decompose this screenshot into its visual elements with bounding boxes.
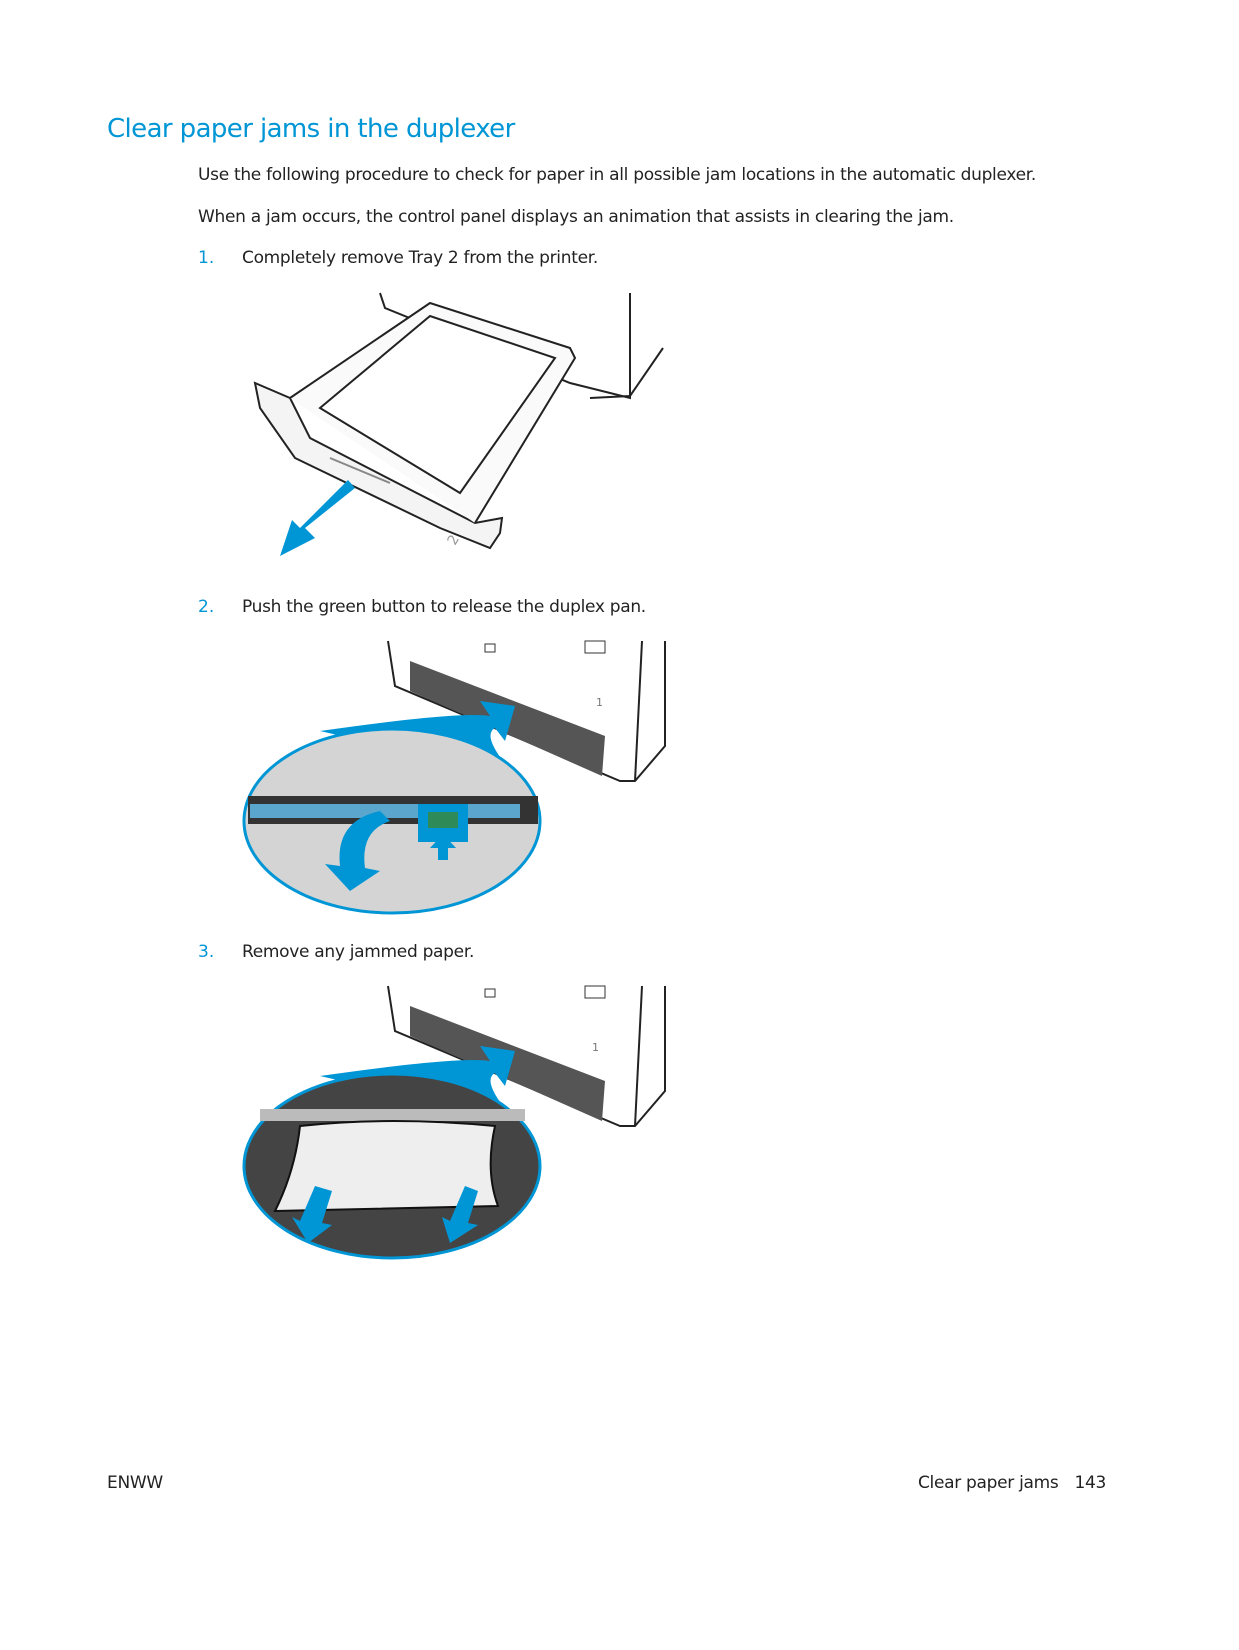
page-title: Clear paper jams in the duplexer bbox=[107, 114, 515, 144]
step-number: 1. bbox=[198, 248, 215, 268]
arrow-pull-icon bbox=[280, 480, 355, 556]
step-number: 2. bbox=[198, 597, 215, 617]
remove-tray-illustration: 2 bbox=[253, 292, 664, 556]
footer-left: ENWW bbox=[107, 1473, 163, 1493]
intro-paragraph: When a jam occurs, the control panel dis… bbox=[198, 207, 954, 227]
jammed-paper bbox=[273, 1120, 500, 1213]
step-text: Remove any jammed paper. bbox=[242, 942, 475, 962]
footer-right: Clear paper jams 143 bbox=[918, 1473, 1106, 1493]
tray-number-label: 1 bbox=[596, 696, 603, 709]
remove-paper-illustration: 1 bbox=[242, 985, 666, 1260]
footer-section: Clear paper jams bbox=[917, 1473, 1059, 1493]
step-number: 3. bbox=[198, 942, 215, 962]
duplex-release-illustration: 1 bbox=[242, 640, 666, 915]
page-number: 143 bbox=[1074, 1473, 1106, 1493]
intro-paragraph: Use the following procedure to check for… bbox=[198, 165, 1036, 185]
step-text: Completely remove Tray 2 from the printe… bbox=[242, 248, 598, 268]
green-release-button bbox=[428, 812, 458, 828]
tray-number-label: 1 bbox=[592, 1041, 599, 1054]
step-text: Push the green button to release the dup… bbox=[242, 597, 646, 617]
